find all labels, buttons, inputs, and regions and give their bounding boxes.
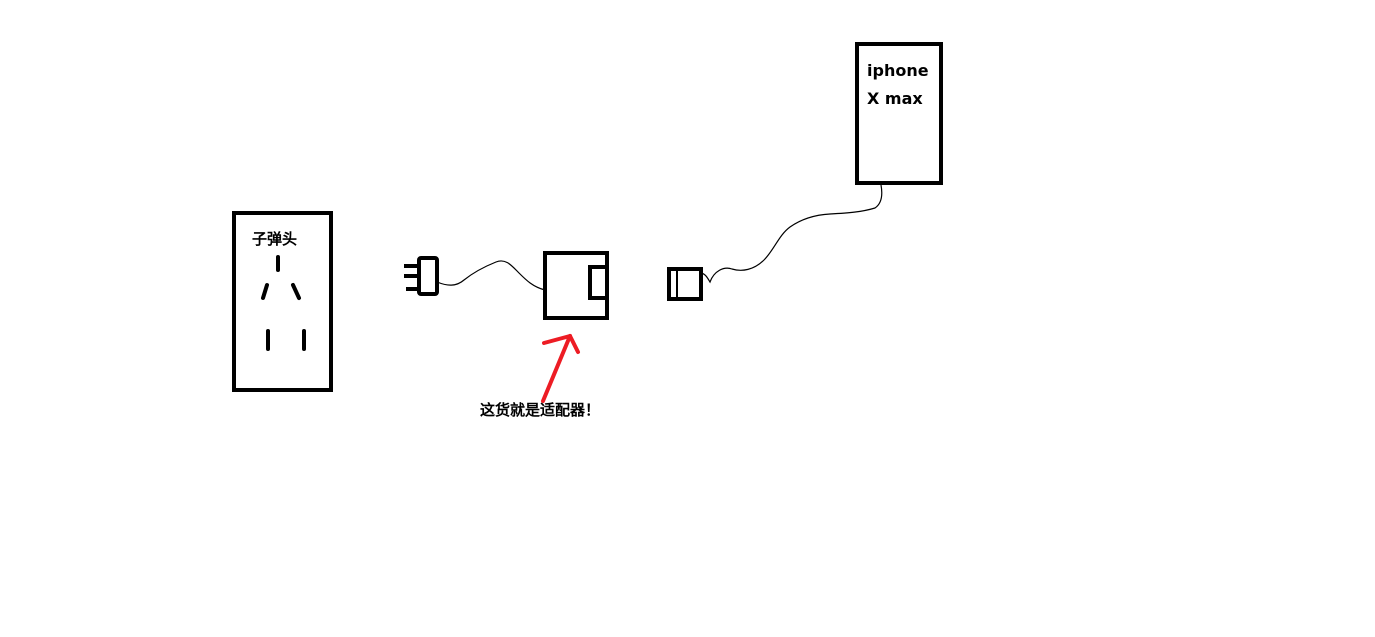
phone-label-line1: iphone	[867, 61, 929, 80]
socket-frame	[232, 211, 333, 392]
adapter-frame	[543, 251, 609, 320]
wall-socket	[232, 211, 333, 392]
cable-plug-to-adapter	[436, 260, 546, 291]
usb-connector-frame	[667, 267, 703, 301]
phone-frame	[855, 42, 943, 185]
cable-usb-to-phone	[700, 184, 883, 284]
socket-hole-right	[291, 283, 301, 300]
pointer-arrow	[541, 334, 580, 403]
socket-hole-left	[261, 283, 269, 300]
adapter-port	[588, 265, 609, 300]
arrow-head-left	[542, 334, 572, 345]
arrow-shaft	[541, 334, 572, 403]
socket-label: 子弹头	[252, 230, 298, 248]
arrow-head-right	[568, 334, 580, 354]
plug-body	[417, 256, 439, 296]
adapter	[543, 251, 609, 320]
adapter-note-label: 这货就是适配器！	[480, 401, 601, 419]
phone-label-line2: X max	[867, 89, 923, 108]
plug	[404, 256, 439, 296]
usb-connector	[667, 267, 703, 301]
